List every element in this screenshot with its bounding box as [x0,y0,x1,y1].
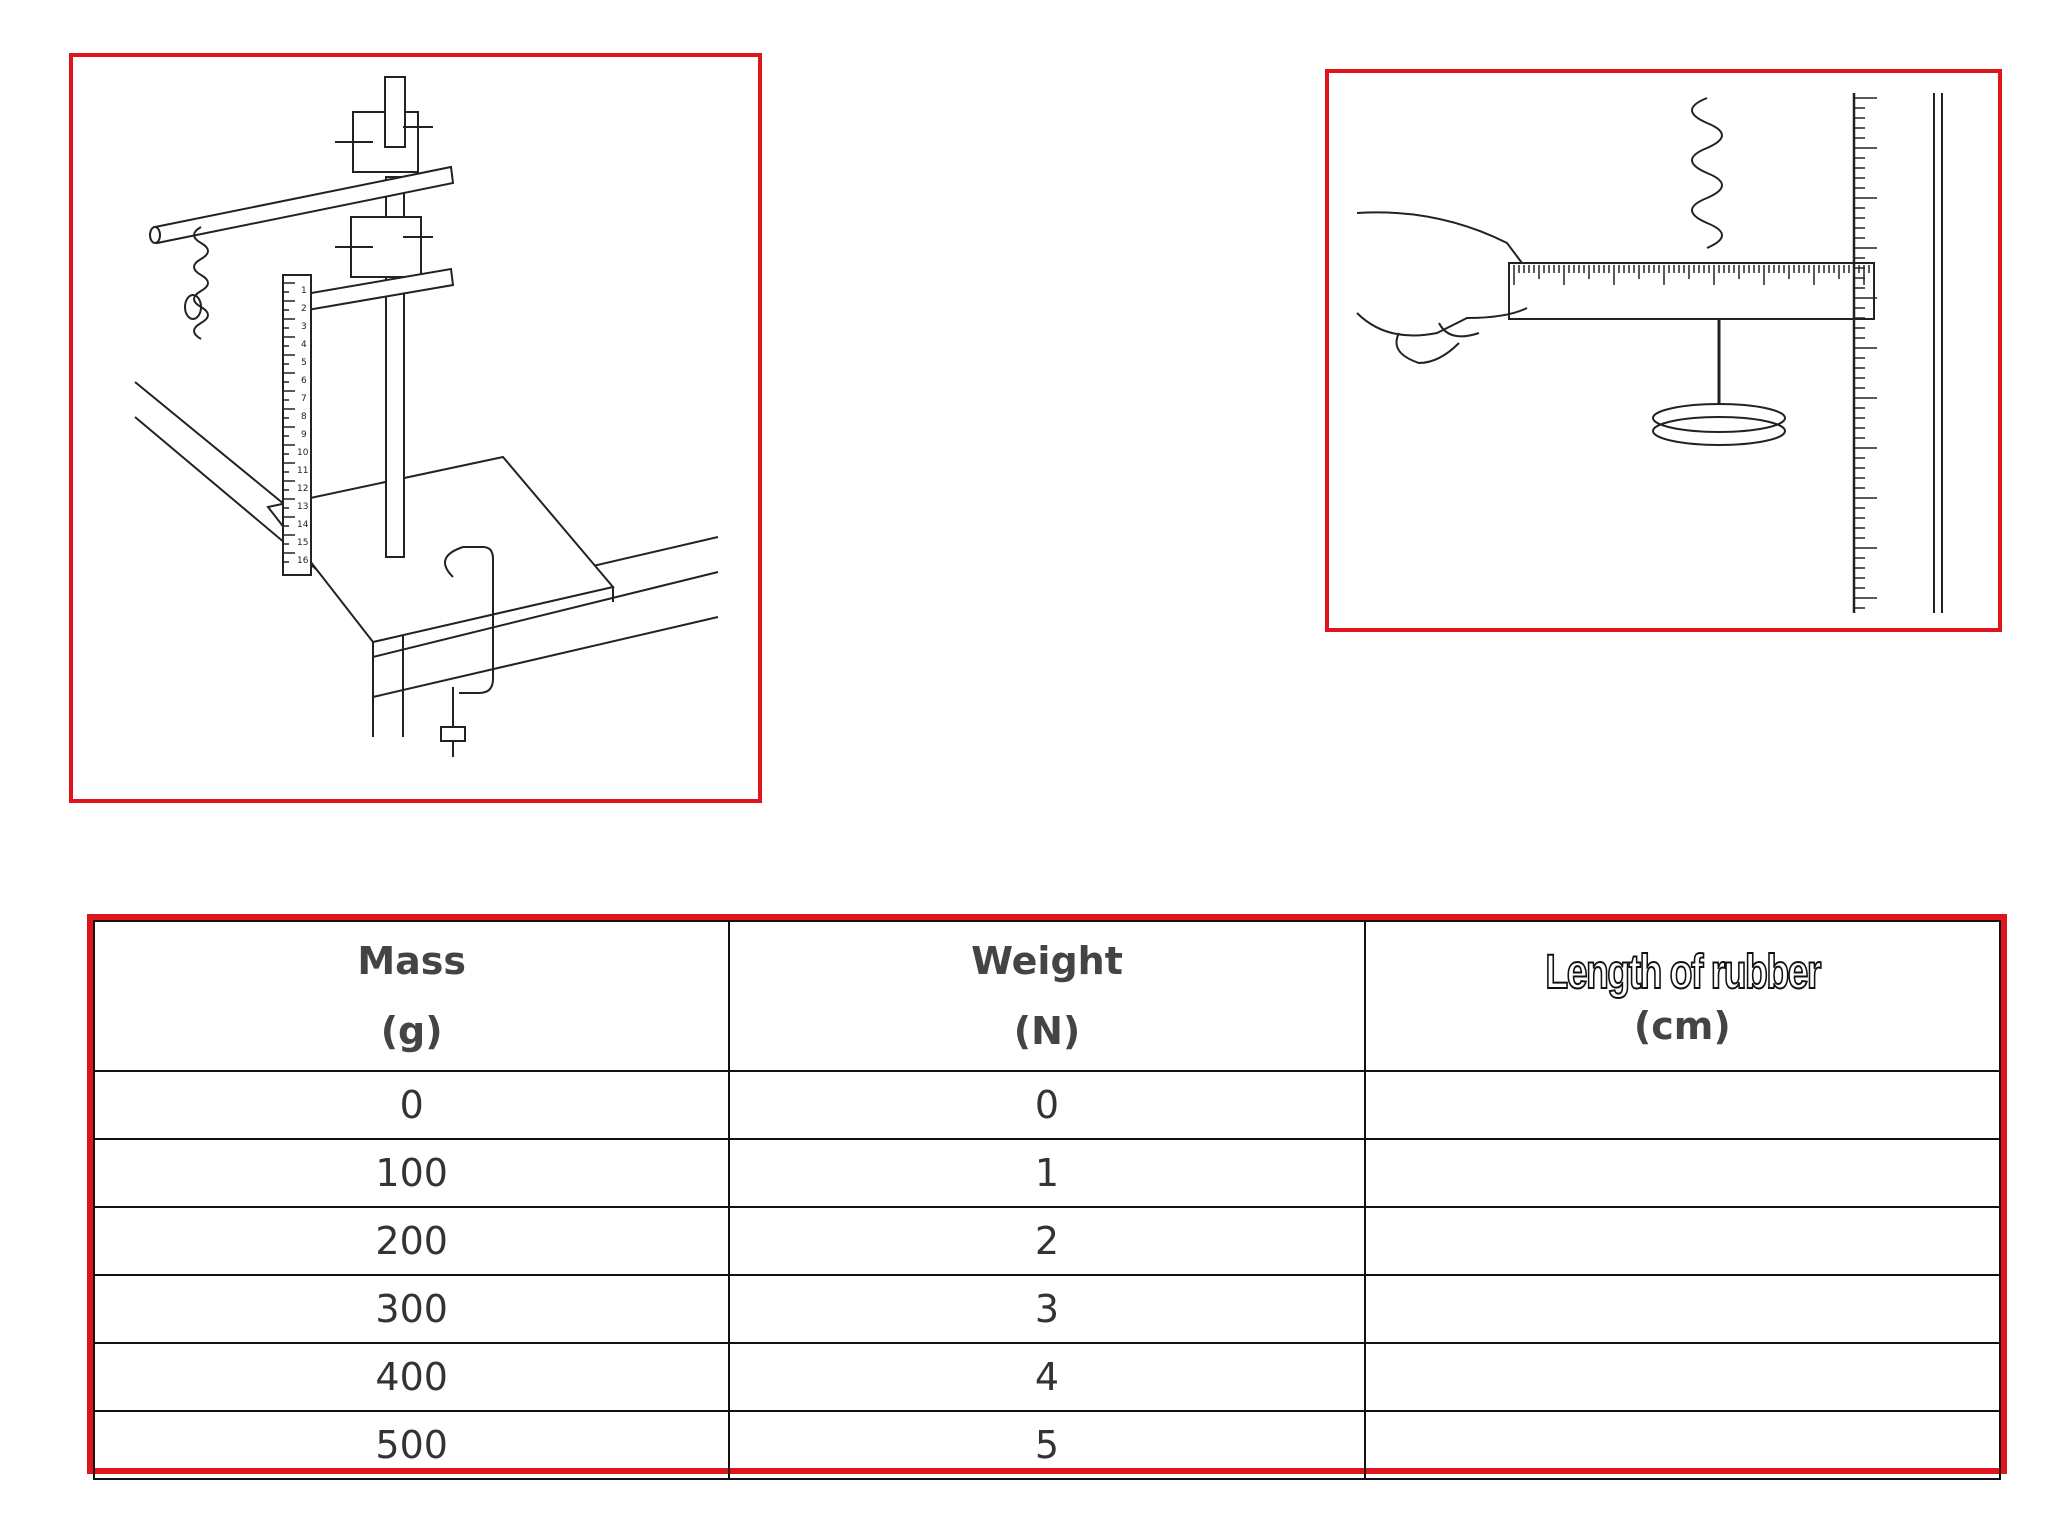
ruler-tick-label: 9 [301,430,307,440]
cell-weight: 2 [728,1206,1366,1276]
ruler-tick-label: 7 [301,394,307,404]
cell-mass: 300 [92,1274,731,1344]
cell-mass: 0 [92,1070,731,1140]
table-row: 100 1 [92,1138,2002,1208]
header-length-title: Length of rubber [1544,945,1822,1000]
table-row: 200 2 [92,1206,2002,1276]
ruler-tick-label: 15 [297,538,308,548]
cell-weight: 4 [728,1342,1366,1412]
ruler-tick-label: 13 [297,502,308,512]
ruler-tick-label: 4 [301,340,307,350]
data-table-frame: Mass (g) Weight (N) Length of rubber (cm… [87,914,2007,1480]
table-row: 300 3 [92,1274,2002,1344]
header-weight-title: Weight [971,939,1123,983]
measurement-illustration [1356,93,1943,613]
header-mass-unit: (g) [380,1009,443,1053]
ruler-tick-label: 1 [301,286,307,296]
ruler-tick-label: 10 [297,448,309,458]
table-header-row: Mass (g) Weight (N) Length of rubber (cm… [92,920,2002,1072]
header-weight-unit: (N) [1013,1009,1081,1053]
measurement-illustration-panel [1325,69,2002,632]
cell-length[interactable] [1363,1070,2002,1140]
data-table: Mass (g) Weight (N) Length of rubber (cm… [92,920,2002,1480]
cell-length[interactable] [1363,1206,2002,1276]
ruler-tick-label: 2 [301,304,307,314]
ruler-tick-label: 11 [297,466,308,476]
cell-weight: 1 [728,1138,1366,1208]
cell-mass: 400 [92,1342,731,1412]
header-mass: Mass (g) [92,920,731,1072]
cell-mass: 200 [92,1206,731,1276]
cell-weight: 3 [728,1274,1366,1344]
header-length-unit: (cm) [1633,1003,1731,1048]
ruler-tick-label: 16 [297,556,309,566]
cell-mass: 500 [92,1410,731,1480]
cell-length[interactable] [1363,1138,2002,1208]
ruler-tick-label: 12 [297,484,308,494]
ruler-tick-label: 3 [301,322,307,332]
header-weight: Weight (N) [728,920,1366,1072]
cell-weight: 0 [728,1070,1366,1140]
table-row: 400 4 [92,1342,2002,1412]
cell-length[interactable] [1363,1274,2002,1344]
table-row: 0 0 [92,1070,2002,1140]
cell-length[interactable] [1363,1342,2002,1412]
cell-weight: 5 [728,1410,1366,1480]
header-mass-title: Mass [357,939,467,983]
ruler-tick-label: 5 [301,358,307,368]
table-row: 500 5 [92,1410,2002,1480]
cell-mass: 100 [92,1138,731,1208]
header-length: Length of rubber (cm) [1363,920,2002,1072]
ruler-tick-label: 8 [301,412,307,422]
cell-length[interactable] [1363,1410,2002,1480]
clamp-stand-illustration: 1 2 3 4 5 6 7 8 9 10 11 12 13 14 15 16 [134,76,719,757]
ruler-tick-label: 14 [297,520,309,530]
ruler-tick-label: 6 [301,376,307,386]
clamp-stand-illustration-panel: 1 2 3 4 5 6 7 8 9 10 11 12 13 14 15 16 [69,53,762,803]
